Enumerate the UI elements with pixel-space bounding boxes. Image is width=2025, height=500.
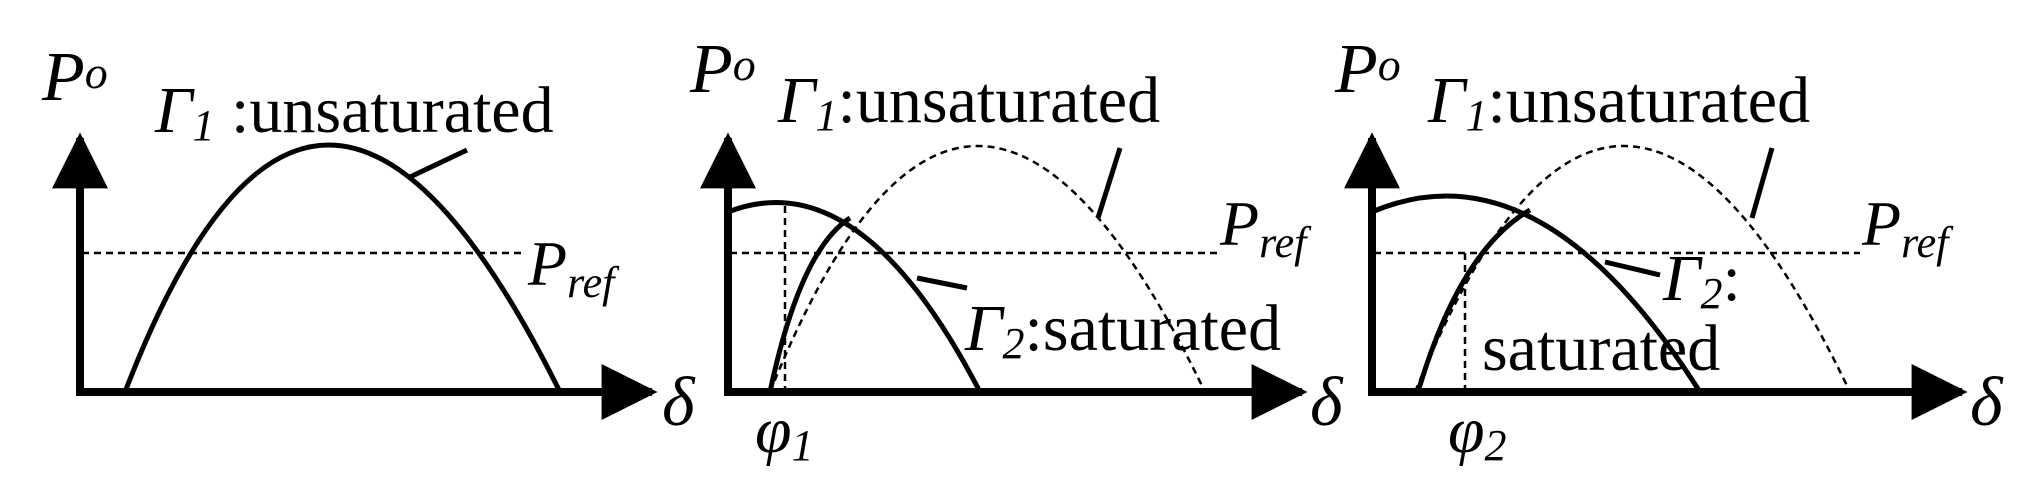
panel-3: Po Γ1:unsaturated Pref Γ2: saturated φ2 … bbox=[1334, 31, 2004, 470]
curve-2-label-line2: saturated bbox=[1482, 312, 1720, 385]
ref-symbol: P bbox=[527, 228, 567, 299]
ref-label: Pref bbox=[527, 228, 620, 307]
curve-1-leader bbox=[408, 147, 469, 180]
curve-2-symbol: Γ bbox=[964, 292, 1005, 365]
curve-2-subscript: 2 bbox=[1701, 269, 1723, 318]
curve-1-label: Γ1:unsaturated bbox=[777, 64, 1160, 140]
ref-symbol: P bbox=[1219, 188, 1259, 259]
curve-1-subscript: 1 bbox=[1466, 91, 1488, 140]
curve-ascending bbox=[1415, 207, 1532, 393]
curve-1-unsaturated bbox=[122, 142, 563, 394]
ref-subscript: ref bbox=[1901, 218, 1954, 267]
phase-subscript: 2 bbox=[1485, 421, 1507, 470]
y-axis-label: Po bbox=[41, 39, 108, 116]
curve-1-symbol: Γ bbox=[154, 74, 195, 147]
curve-ascending bbox=[767, 215, 852, 393]
phase-symbol: φ bbox=[755, 394, 792, 467]
y-axis-symbol: P bbox=[689, 31, 733, 108]
y-axis-subscript: o bbox=[733, 39, 756, 90]
y-axis-subscript: o bbox=[1378, 39, 1401, 90]
curve-1-text: :unsaturated bbox=[838, 64, 1161, 137]
curve-1-symbol: Γ bbox=[777, 64, 818, 137]
curve-1-symbol: Γ bbox=[1427, 64, 1468, 137]
x-axis-label: δ bbox=[1310, 364, 1344, 441]
curve-1-leader bbox=[1095, 147, 1123, 219]
curve-1-label: Γ1 :unsaturated bbox=[154, 74, 554, 150]
curve-1-unsaturated-dashed bbox=[768, 144, 1207, 393]
curve-2-saturated bbox=[1371, 193, 1703, 394]
curve-1-subscript: 1 bbox=[193, 101, 215, 150]
ref-label: Pref bbox=[1861, 188, 1954, 267]
curve-2-leader bbox=[916, 275, 968, 291]
phase-label: φ1 bbox=[755, 394, 814, 470]
curve-1-leader bbox=[1749, 147, 1775, 219]
curve-1-label: Γ1:unsaturated bbox=[1427, 64, 1810, 140]
x-axis-label: δ bbox=[1970, 364, 2004, 441]
phase-label: φ2 bbox=[1448, 394, 1507, 470]
curve-2-saturated bbox=[727, 200, 983, 394]
y-axis-subscript: o bbox=[85, 47, 108, 98]
phase-subscript: 1 bbox=[792, 421, 814, 470]
curve-2-text: :saturated bbox=[1025, 292, 1282, 365]
panel-2: Po Γ1:unsaturated Pref Γ2:saturated φ1 δ bbox=[689, 31, 1344, 470]
curve-2-leader bbox=[1604, 259, 1661, 278]
phase-symbol: φ bbox=[1448, 394, 1485, 467]
curve-1-subscript: 1 bbox=[816, 91, 838, 140]
y-axis-symbol: P bbox=[41, 39, 85, 116]
curve-2-text: : bbox=[1723, 242, 1741, 315]
y-axis-symbol: P bbox=[1334, 31, 1378, 108]
panel-1: Po Γ1 :unsaturated Pref δ bbox=[41, 39, 696, 441]
curve-2-label: Γ2:saturated bbox=[964, 292, 1281, 368]
curve-1-unsaturated-dashed bbox=[1413, 144, 1852, 393]
ref-symbol: P bbox=[1861, 188, 1901, 259]
curve-2-symbol: Γ bbox=[1662, 242, 1703, 315]
y-axis-label: Po bbox=[689, 31, 756, 108]
x-axis-label: δ bbox=[662, 364, 696, 441]
curve-1-text: :unsaturated bbox=[215, 74, 554, 147]
ref-label: Pref bbox=[1219, 188, 1312, 267]
curve-1-text: :unsaturated bbox=[1488, 64, 1811, 137]
curve-2-subscript: 2 bbox=[1003, 319, 1025, 368]
y-axis-label: Po bbox=[1334, 31, 1401, 108]
curve-2-label: Γ2: bbox=[1662, 242, 1741, 318]
ref-subscript: ref bbox=[1259, 218, 1312, 267]
ref-subscript: ref bbox=[567, 258, 620, 307]
